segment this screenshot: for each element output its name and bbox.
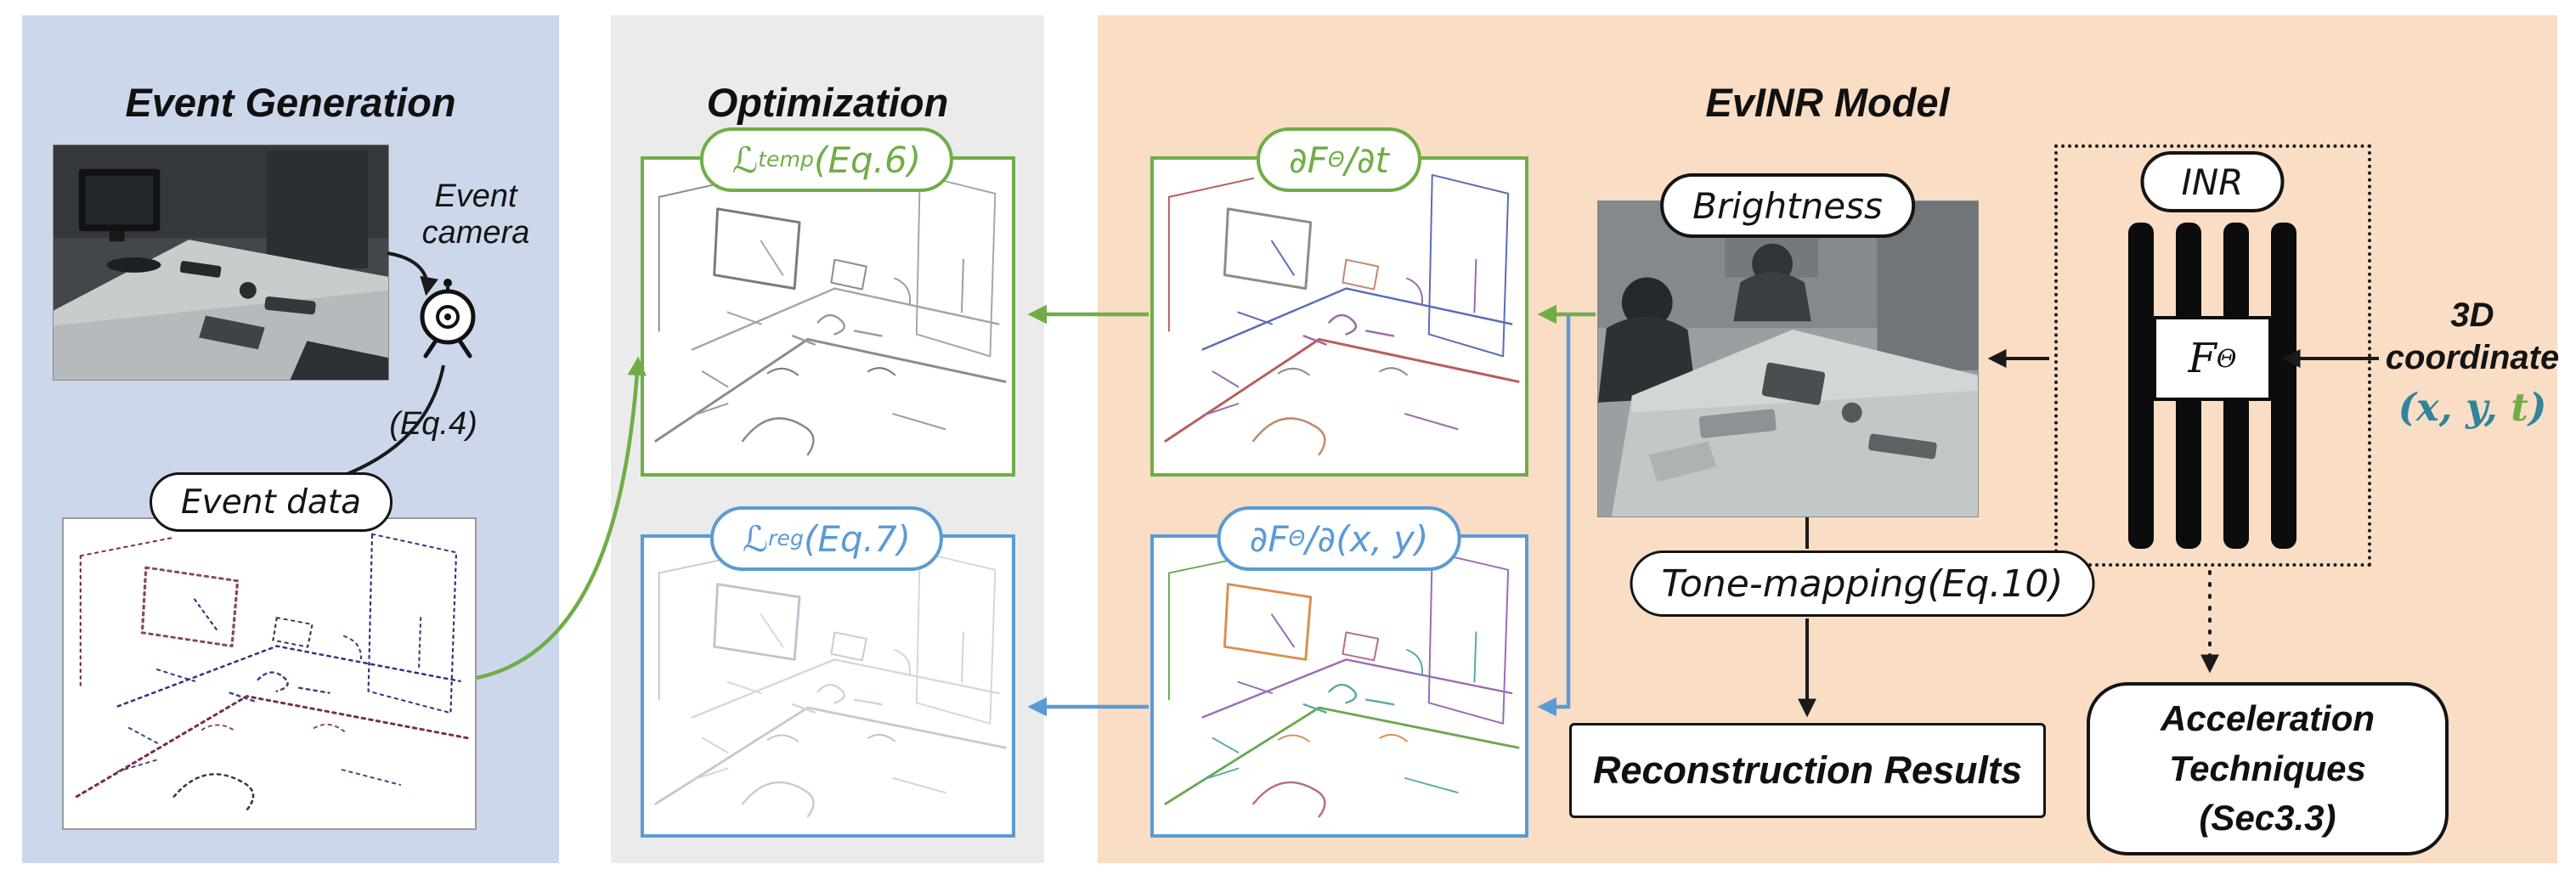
reconstruction-results-box: Reconstruction Results	[1569, 723, 2046, 818]
dfdxy-graphic	[1164, 550, 1520, 818]
inr-layer-bar	[2128, 223, 2154, 549]
dfdt-prefix: ∂F	[1288, 138, 1328, 181]
coord-t: t	[2511, 385, 2529, 430]
acceleration-line1: Acceleration	[2160, 697, 2375, 738]
webcam-icon	[420, 279, 476, 358]
coord-x: x	[2415, 385, 2439, 430]
event-data-graphic	[75, 533, 469, 812]
event-camera-label-line2: camera	[421, 214, 530, 251]
tone-mapping-label: Tone-mapping(Eq.10)	[1630, 550, 2095, 617]
inr-dotted-box	[2054, 144, 2371, 567]
acceleration-line3: (Sec3.3)	[2199, 798, 2336, 838]
coordinate-line1: 3D	[2450, 296, 2494, 334]
brightness-image	[1597, 200, 1979, 517]
inr-layer-bar	[2271, 223, 2296, 549]
dfdxy-prefix: ∂F	[1249, 517, 1289, 560]
loss-temp-image	[641, 156, 1015, 477]
loss-reg-symbol: ℒ	[742, 517, 769, 560]
desk-photo-graphic	[54, 145, 388, 380]
desk-photo-image	[53, 144, 389, 381]
dfdxy-suffix: /∂(x, y)	[1305, 517, 1429, 560]
coord-y: y	[2466, 385, 2484, 430]
coord-open: (	[2398, 385, 2416, 430]
coordinate-values: (x, y, t)	[2386, 384, 2559, 432]
event-generation-title: Event Generation	[125, 80, 456, 125]
event-data-label: Event data	[150, 472, 393, 532]
loss-temp-suffix: (Eq.6)	[814, 138, 922, 181]
f-theta-prefix: F	[2188, 335, 2217, 382]
loss-reg-suffix: (Eq.7)	[804, 517, 912, 560]
acceleration-techniques-box: Acceleration Techniques (Sec3.3)	[2087, 682, 2449, 855]
inr-label: INR	[2140, 151, 2285, 212]
loss-reg-image	[641, 534, 1015, 838]
optimization-title: Optimization	[706, 80, 949, 125]
event-camera-label: Event camera	[391, 178, 561, 251]
dfdt-image	[1150, 156, 1528, 477]
coordinate-line2: coordinate	[2385, 339, 2560, 376]
coord-close: )	[2528, 385, 2547, 430]
brightness-graphic	[1598, 201, 1978, 517]
dfdt-suffix: /∂t	[1344, 138, 1390, 181]
coordinate-label: 3D coordinate (x, y, t)	[2386, 294, 2559, 432]
dfdt-graphic	[1164, 173, 1520, 456]
event-data-image	[62, 517, 477, 830]
event-camera-label-line1: Event	[434, 178, 517, 214]
brightness-label: Brightness	[1660, 173, 1915, 238]
loss-reg-graphic	[654, 550, 1007, 818]
coord-sep1: ,	[2438, 385, 2466, 430]
dfdxy-image	[1150, 534, 1528, 838]
eq4-label: (Eq.4)	[389, 406, 477, 442]
evinr-model-title: EvINR Model	[1705, 80, 1950, 125]
coord-sep2: ,	[2483, 385, 2511, 430]
loss-temp-symbol: ℒ	[732, 138, 759, 181]
acceleration-line2: Techniques	[2169, 748, 2366, 788]
loss-temp-graphic	[654, 173, 1007, 456]
